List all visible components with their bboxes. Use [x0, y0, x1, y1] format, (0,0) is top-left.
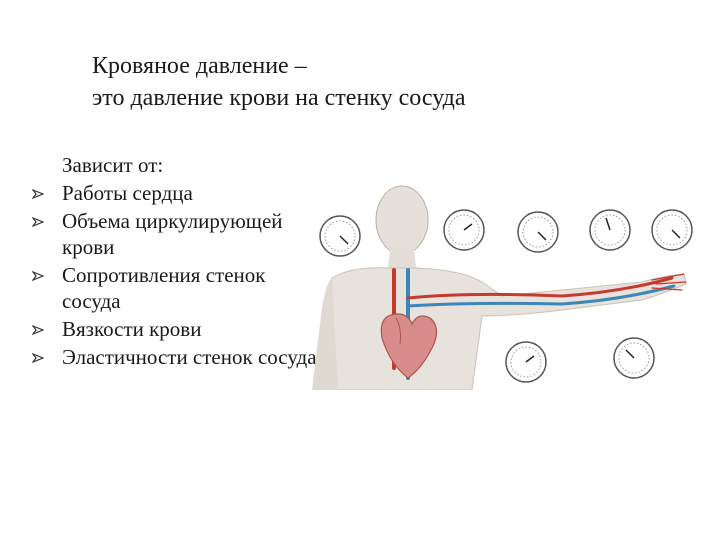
slide-title: Кровяное давление – это давление крови н… [92, 50, 652, 114]
title-line-1: Кровяное давление – [92, 53, 307, 79]
arrow-bullet-icon [32, 270, 44, 282]
pressure-gauge-icon [613, 337, 655, 379]
list-item: Вязкости крови [32, 316, 322, 342]
pressure-gauge-icon [319, 215, 361, 257]
pressure-gauge-icon [589, 209, 631, 251]
list-item: Работы сердца [32, 180, 322, 206]
bullet-text: Эластичности стенок сосуда [62, 345, 317, 369]
circulation-illustration [312, 185, 693, 390]
pressure-gauge-icon [651, 209, 693, 251]
bullet-text: Сопротивления стенок сосуда [62, 263, 266, 313]
list-item: Сопротивления стенок сосуда [32, 262, 322, 314]
intro-text: Зависит от: [62, 153, 164, 177]
arrow-bullet-icon [32, 216, 44, 228]
bullet-text: Вязкости крови [62, 317, 202, 341]
title-line-2: это давление крови на стенку сосуда [92, 85, 466, 111]
heart-icon [380, 313, 438, 379]
pressure-gauge-icon [505, 341, 547, 383]
pressure-gauge-icon [443, 209, 485, 251]
pressure-gauge-icon [517, 211, 559, 253]
bullet-text: Объема циркулирующей крови [62, 209, 283, 259]
arrow-bullet-icon [32, 324, 44, 336]
arrow-bullet-icon [32, 188, 44, 200]
list-item: Эластичности стенок сосуда [32, 344, 322, 370]
list-item: Объема циркулирующей крови [32, 208, 322, 260]
bullet-list: Работы сердца Объема циркулирующей крови… [32, 180, 322, 372]
bullet-text: Работы сердца [62, 181, 193, 205]
arrow-bullet-icon [32, 352, 44, 364]
